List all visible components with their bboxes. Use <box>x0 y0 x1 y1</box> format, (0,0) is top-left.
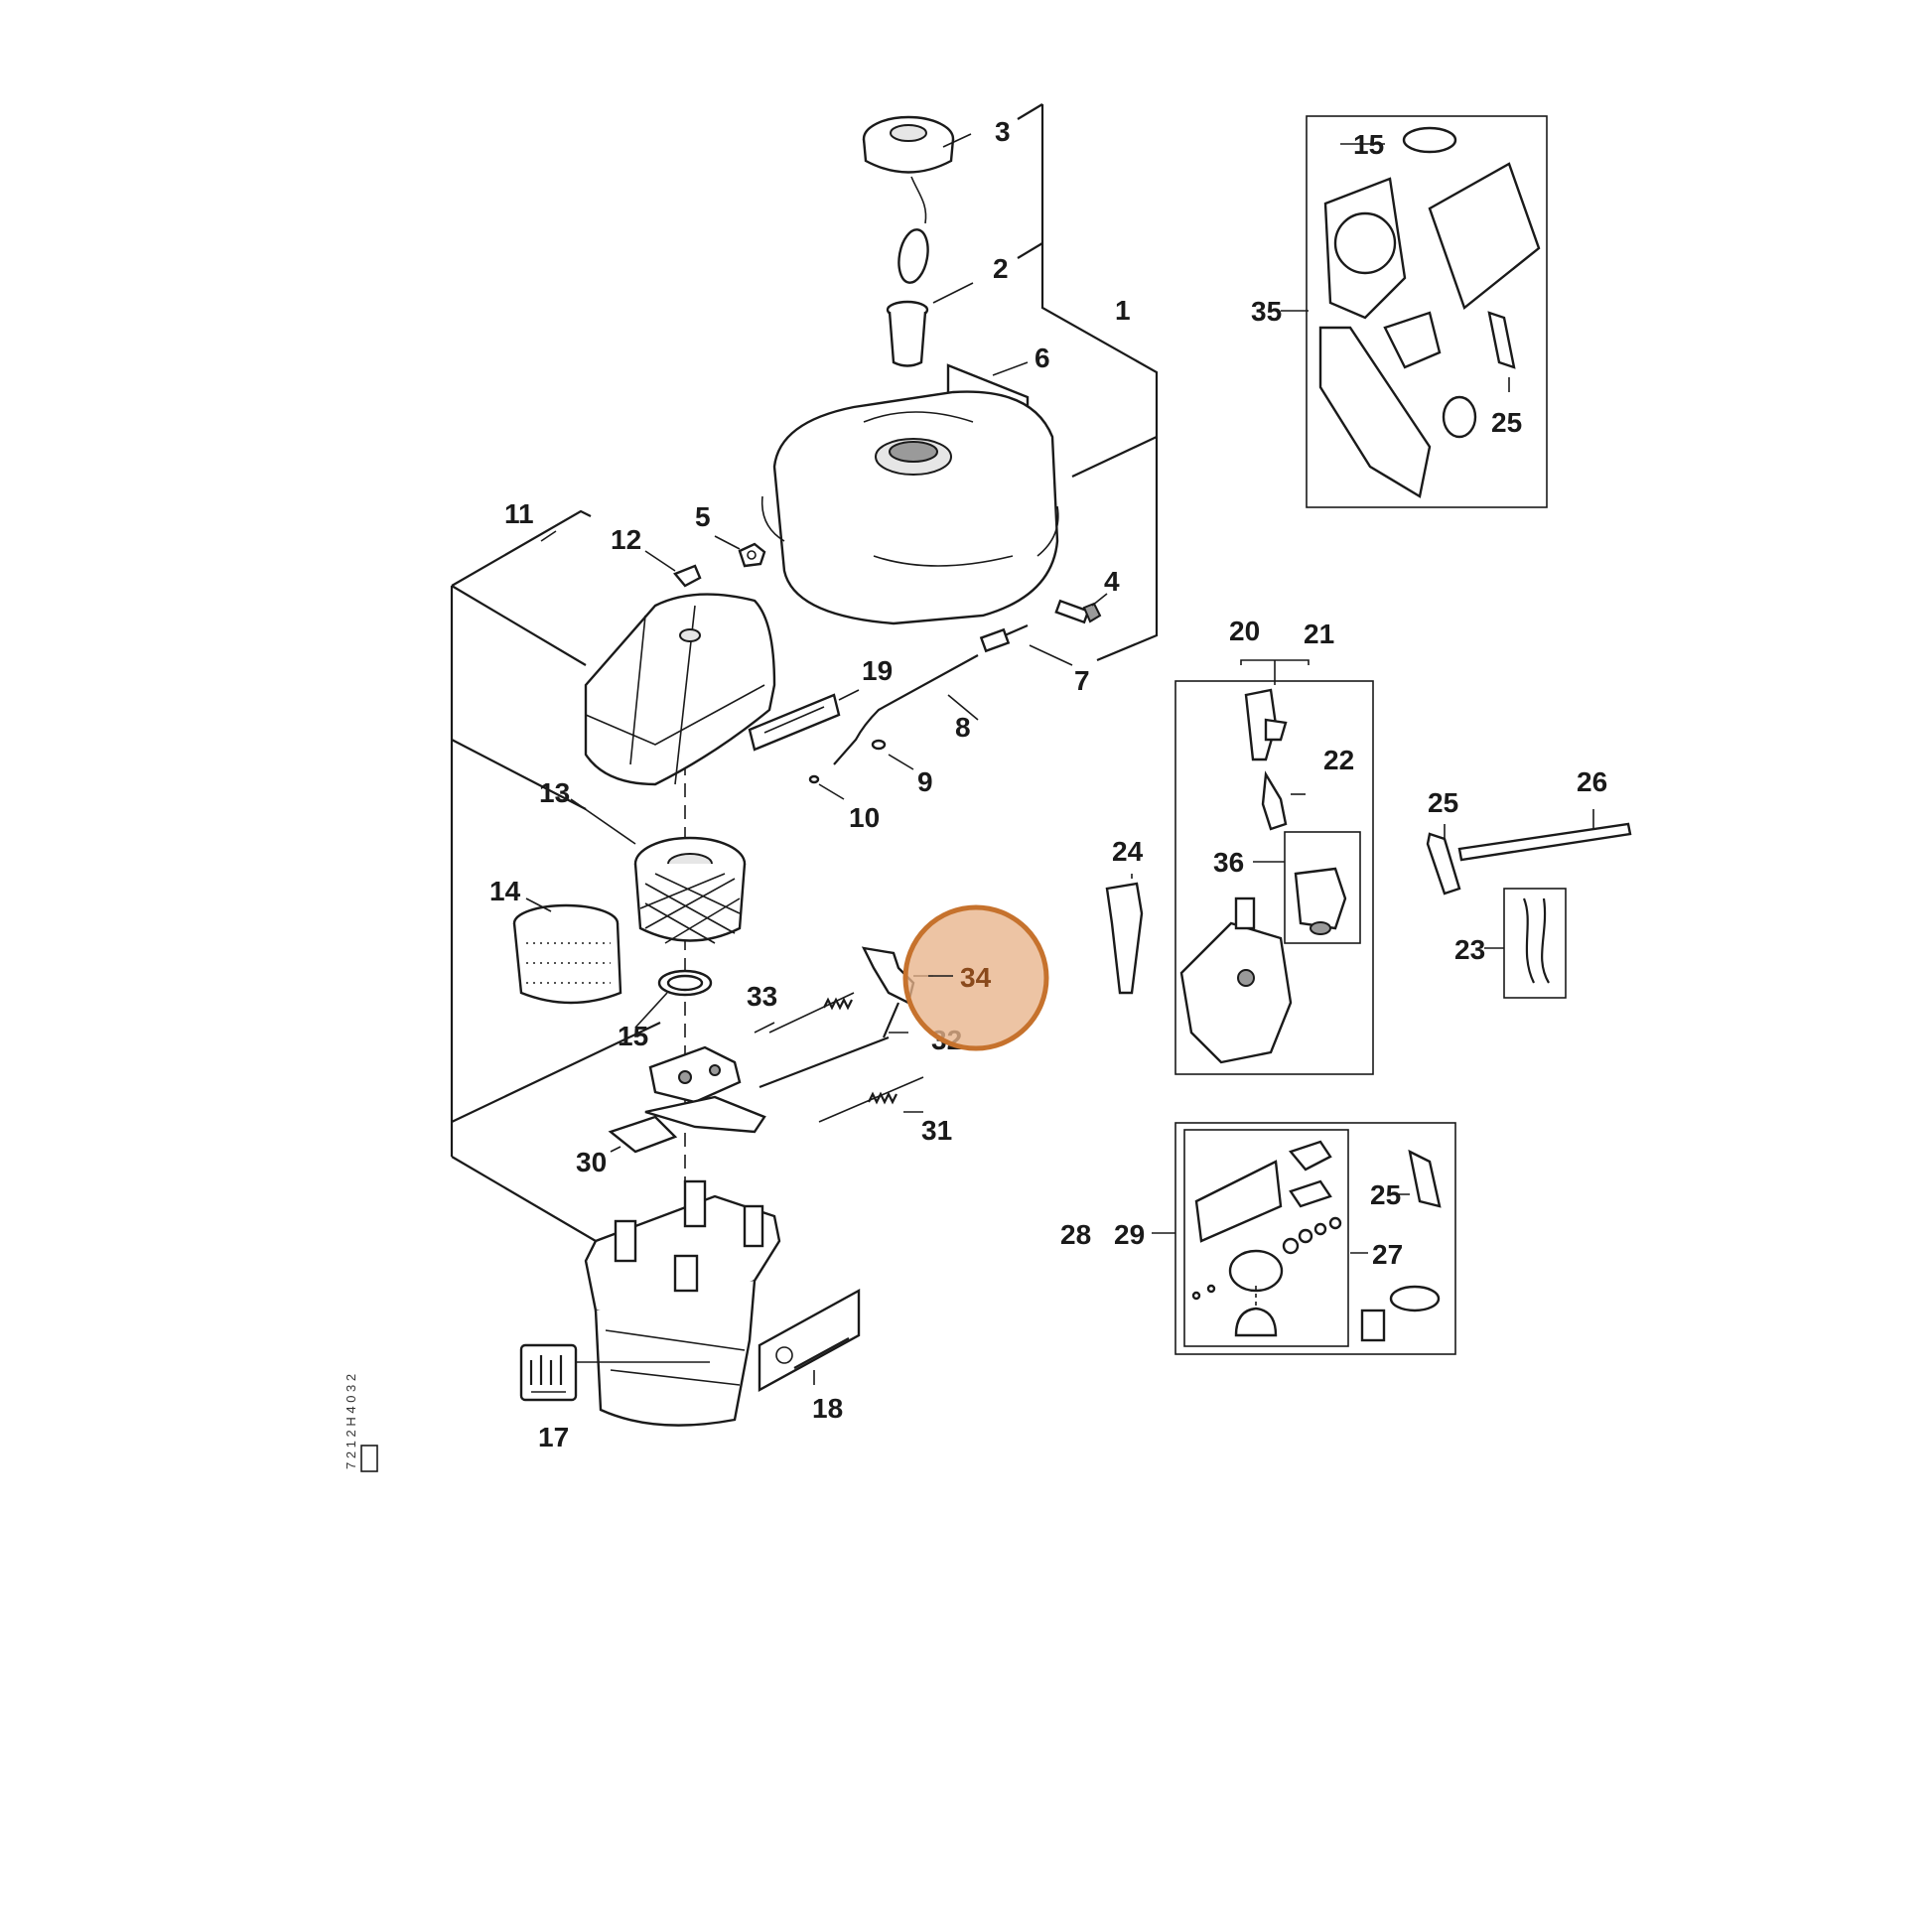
stud-part-26[interactable] <box>1457 822 1632 862</box>
wing-nut-part-12[interactable] <box>673 564 702 588</box>
engine-housing-part[interactable] <box>584 1179 781 1427</box>
highlighted-part-marker[interactable]: 34 <box>902 904 1049 1051</box>
part-label-4: 4 <box>1104 566 1120 597</box>
drawing-code-text: 7 2 1 2 H 4 0 3 2 <box>344 1374 358 1469</box>
fuel-valve-part-7[interactable] <box>979 623 1029 653</box>
part-label-1: 1 <box>1115 295 1131 326</box>
part-label-2: 2 <box>993 253 1009 284</box>
part-label-21: 21 <box>1304 619 1334 649</box>
part-label-8: 8 <box>955 712 971 743</box>
choke-lever-part-24[interactable] <box>1105 882 1144 995</box>
part-label-33: 33 <box>747 981 777 1012</box>
part-label-14: 14 <box>489 876 521 906</box>
drawing-code: 7 2 1 2 H 4 0 3 2 <box>344 1374 378 1472</box>
carburetor-box[interactable] <box>1174 659 1374 1075</box>
part-label-25-kit: 25 <box>1370 1179 1401 1210</box>
foam-prefilter-part[interactable] <box>512 903 622 1005</box>
part-label-15-kit: 15 <box>1353 129 1384 160</box>
part-label-27: 27 <box>1372 1239 1403 1270</box>
gasket-part-25-mid[interactable] <box>1426 832 1461 896</box>
warning-sticker-part-18[interactable] <box>758 1288 861 1393</box>
fuel-strainer-part[interactable] <box>886 300 929 367</box>
part-label-15: 15 <box>618 1021 648 1051</box>
leader-lines <box>525 133 1594 1385</box>
clip-part-23-box[interactable] <box>1503 888 1567 999</box>
spring-part-33[interactable] <box>768 992 855 1034</box>
part-label-25-top: 25 <box>1491 407 1522 438</box>
part-labels: 3 2 1 6 4 7 8 9 10 19 5 12 11 13 14 15 3… <box>489 116 1607 1452</box>
part-label-35: 35 <box>1251 296 1282 327</box>
part-label-3: 3 <box>995 116 1011 147</box>
part-label-18: 18 <box>812 1393 843 1424</box>
part-label-31: 31 <box>921 1115 952 1146</box>
rod-part-32[interactable] <box>759 1035 890 1089</box>
hardware-nut-5[interactable] <box>738 542 766 568</box>
part-label-19: 19 <box>862 655 893 686</box>
part-label-24: 24 <box>1112 836 1144 867</box>
highlighted-part-label: 34 <box>960 962 992 993</box>
part-label-30: 30 <box>576 1147 607 1177</box>
part-label-22: 22 <box>1323 745 1354 775</box>
part-label-28: 28 <box>1060 1219 1091 1250</box>
part-label-11: 11 <box>504 498 534 529</box>
carb-repair-kit-box[interactable] <box>1174 1122 1456 1355</box>
part-label-17: 17 <box>538 1422 569 1452</box>
choke-sticker-part-17[interactable] <box>519 1343 578 1402</box>
part-label-9: 9 <box>917 766 933 797</box>
part-label-20: 20 <box>1229 616 1260 646</box>
part-label-36: 36 <box>1213 847 1244 878</box>
gasket-kit-box[interactable] <box>1306 115 1548 508</box>
part-label-7: 7 <box>1074 665 1090 696</box>
part-label-29: 29 <box>1114 1219 1145 1250</box>
fuel-tank-part[interactable] <box>760 390 1059 625</box>
part-label-26: 26 <box>1577 766 1607 797</box>
fuel-line-part[interactable] <box>808 654 979 784</box>
fuel-cap-part[interactable] <box>862 115 955 285</box>
hardware-bolt-4[interactable] <box>1054 599 1102 624</box>
part-label-6: 6 <box>1035 343 1050 373</box>
part-label-5: 5 <box>695 501 711 532</box>
spring-part-31[interactable] <box>818 1076 924 1123</box>
part-label-23: 23 <box>1454 934 1485 965</box>
part-label-10: 10 <box>849 802 880 833</box>
part-label-25-mid: 25 <box>1428 787 1458 818</box>
control-bracket-part[interactable] <box>608 1045 766 1154</box>
part-label-12: 12 <box>611 524 641 555</box>
part-label-13: 13 <box>539 777 570 808</box>
air-filter-cover-part[interactable] <box>584 593 841 786</box>
air-filter-element-part[interactable] <box>633 836 747 944</box>
filter-gasket-part[interactable] <box>657 969 713 997</box>
